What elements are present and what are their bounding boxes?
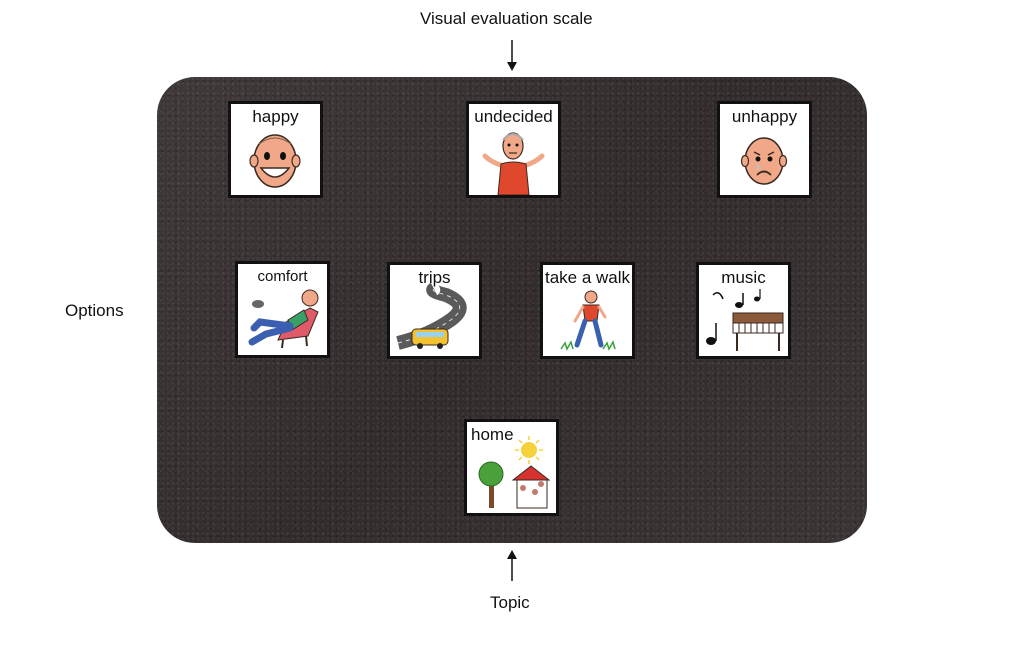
card-comfort[interactable]: comfort — [235, 261, 330, 358]
piano-music-icon — [706, 289, 784, 351]
card-trips[interactable]: trips — [387, 262, 482, 359]
card-label: undecided — [474, 107, 553, 126]
card-home[interactable]: home — [464, 419, 559, 516]
card-label: comfort — [257, 268, 308, 285]
options-label: Options — [65, 301, 124, 320]
house-tree-icon — [478, 436, 551, 509]
recliner-person-icon — [248, 289, 319, 349]
topic-label: Topic — [490, 593, 530, 612]
card-label: music — [721, 268, 766, 287]
card-label: take a walk — [544, 268, 631, 287]
card-unhappy[interactable]: unhappy — [717, 101, 812, 198]
card-label: trips — [418, 268, 451, 287]
card-undecided[interactable]: undecided — [466, 101, 561, 198]
down-arrow-icon — [507, 40, 517, 71]
card-label: home — [471, 425, 514, 444]
up-arrow-icon — [507, 550, 517, 581]
card-label: happy — [252, 107, 299, 126]
scale-title: Visual evaluation scale — [420, 9, 593, 28]
shrug-person-icon — [482, 132, 545, 195]
sad-face-icon — [740, 137, 788, 185]
board: happy undecided unhappy — [157, 77, 867, 543]
card-take-a-walk[interactable]: take a walk — [540, 262, 635, 359]
card-label: unhappy — [731, 107, 798, 126]
card-happy[interactable]: happy — [228, 101, 323, 198]
card-music[interactable]: music — [696, 262, 791, 359]
walking-person-icon — [560, 290, 616, 351]
road-bus-icon — [396, 282, 467, 350]
happy-face-icon — [249, 134, 301, 188]
